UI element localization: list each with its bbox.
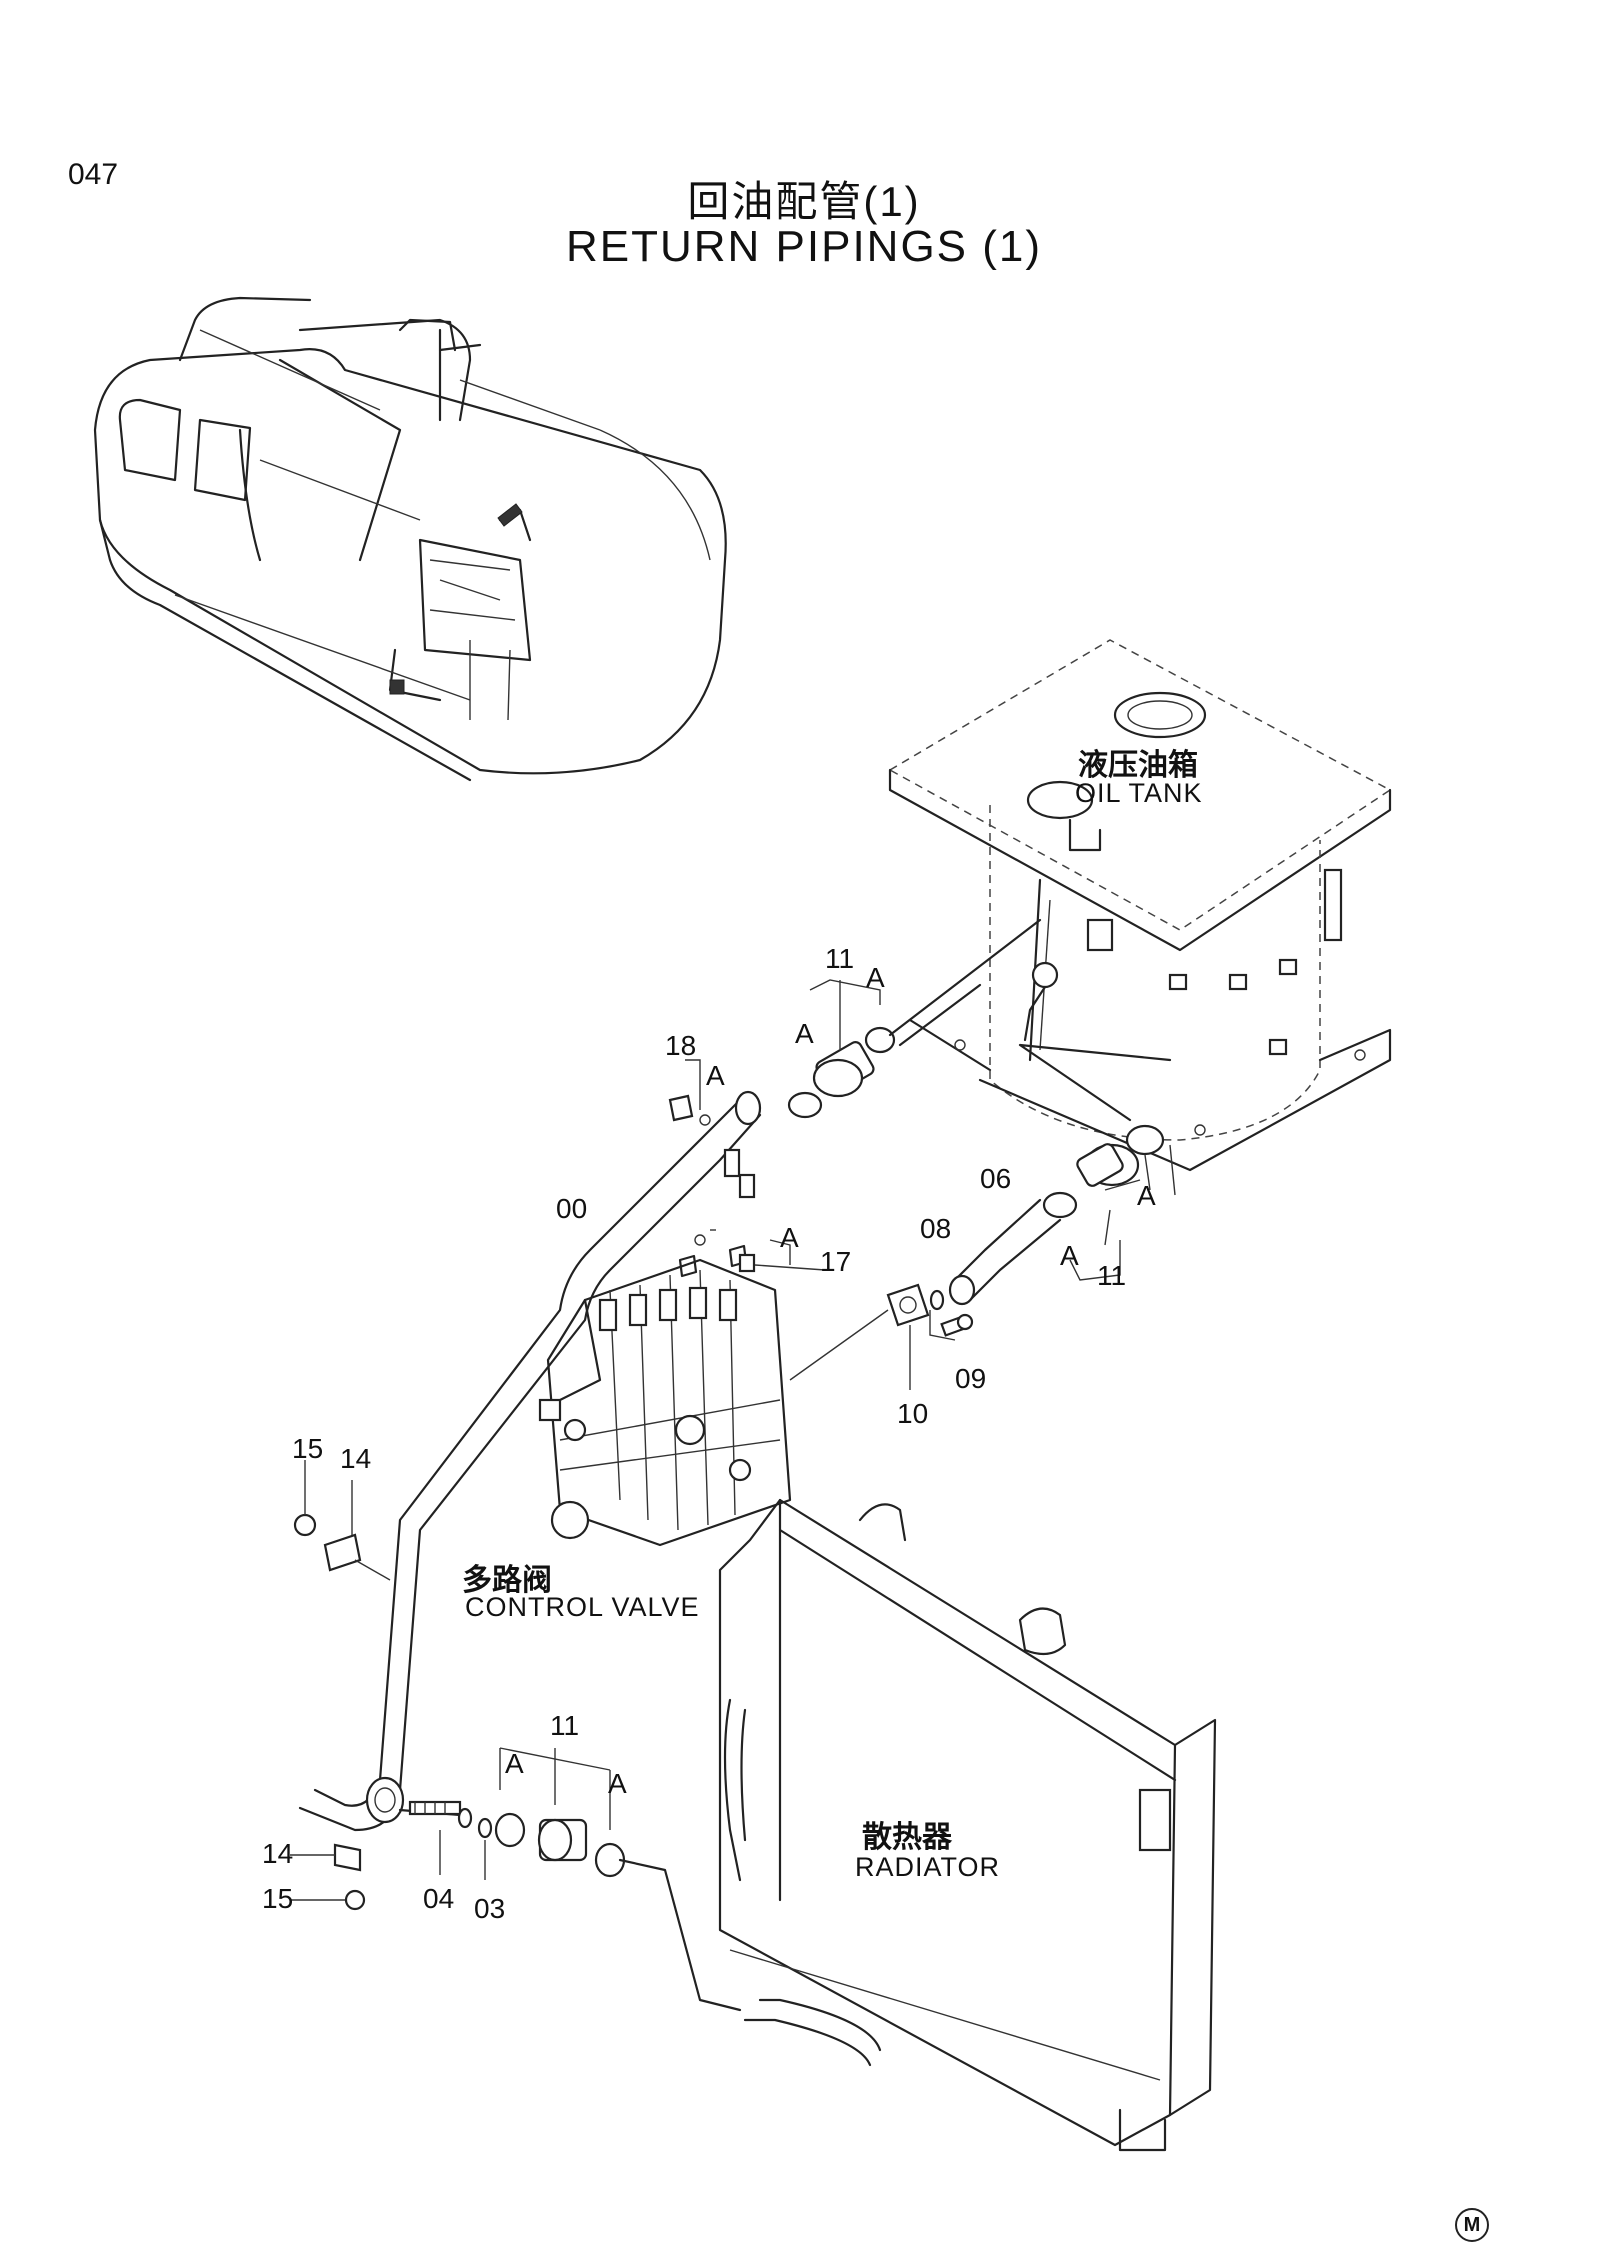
oil-tank-label-cn: 液压油箱 (1078, 748, 1198, 783)
callout-leaders (668, 979, 1176, 1281)
ref-mark-a: A (706, 1060, 725, 1091)
ref-mark-a: A (608, 1768, 627, 1799)
callout-15-top: 15 (292, 1433, 324, 1464)
ref-mark-a: A (505, 1748, 524, 1779)
radiator-label-cn: 散热器 (862, 1820, 952, 1855)
callout-14-top: 14 (340, 1443, 372, 1474)
page-title-cn: 回油配管(1) (687, 178, 921, 225)
page-number: 047 (68, 158, 119, 191)
callout-17: 17 (820, 1246, 852, 1277)
callout-06: 06 (980, 1163, 1012, 1194)
ref-mark-a: A (1137, 1180, 1156, 1211)
control-valve-illustration (538, 1244, 792, 1547)
callout-11-mid: 11 (1097, 1260, 1127, 1291)
callout-04: 04 (423, 1883, 455, 1914)
callout-09: 09 (955, 1363, 987, 1394)
oil-tank-illustration (888, 639, 1392, 1172)
page-title-en: RETURN PIPINGS (1) (565, 222, 1043, 271)
callout-08: 08 (920, 1213, 952, 1244)
control-valve-label-en: CONTROL VALVE (465, 1592, 700, 1622)
return-pipe (298, 1090, 762, 1832)
callout-03: 03 (474, 1893, 506, 1924)
ref-mark-a: A (795, 1018, 814, 1049)
control-valve-label-cn: 多路阀 (462, 1563, 552, 1598)
ref-mark-a: A (866, 962, 885, 993)
excavator-overview-illustration (93, 296, 727, 782)
ref-mark-a: A (1060, 1240, 1079, 1271)
callout-15-bottom: 15 (262, 1883, 294, 1914)
callout-11-bottom: 11 (550, 1710, 580, 1741)
clamps-and-bolts (290, 1460, 391, 1911)
maker-mark-icon: M (1455, 2208, 1489, 2242)
callout-14-bottom: 14 (262, 1838, 294, 1869)
callout-11-top: 11 (825, 943, 855, 974)
radiator-illustration (718, 1498, 1217, 2152)
flange-fittings (789, 1283, 974, 1390)
callout-00: 00 (556, 1193, 588, 1224)
callout-18: 18 (665, 1030, 697, 1061)
radiator-label-en: RADIATOR (855, 1852, 1001, 1882)
ref-mark-a: A (780, 1222, 799, 1253)
callout-10: 10 (897, 1398, 929, 1429)
oil-tank-label-en: OIL TANK (1075, 778, 1203, 808)
lower-fitting-assembly (398, 1747, 742, 2012)
hose-assembly-upper (787, 918, 1172, 1306)
